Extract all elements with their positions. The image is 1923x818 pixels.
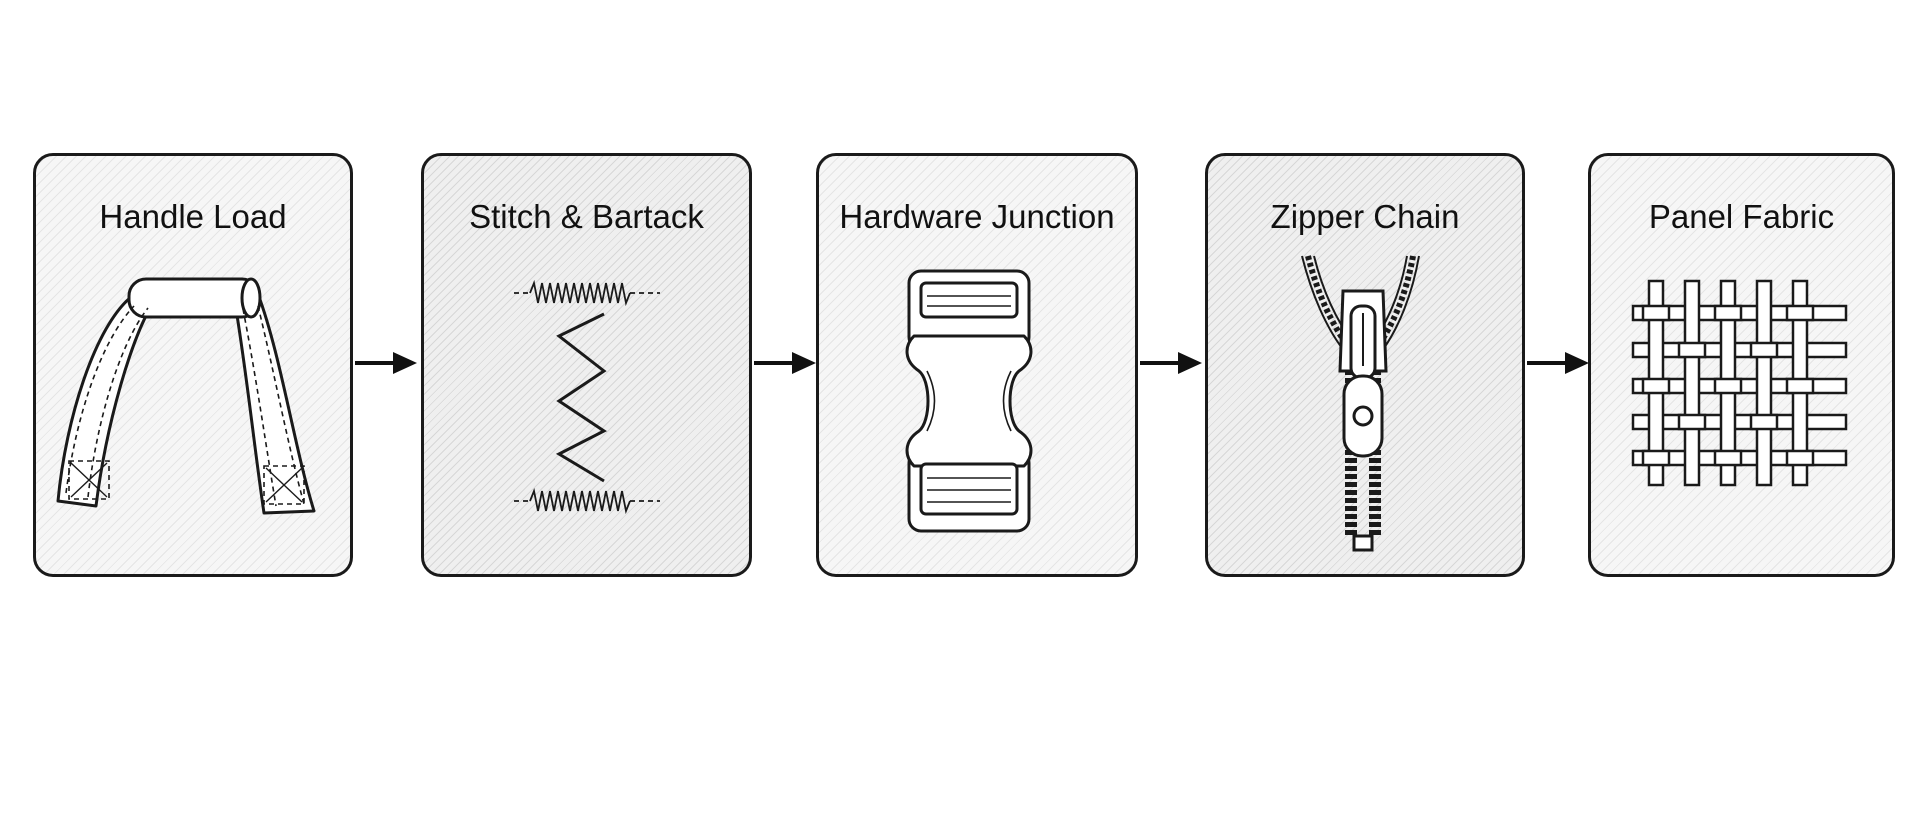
stage-panel-stitch-bartack: Stitch & Bartack [421,153,752,577]
stage-title: Panel Fabric [1648,198,1835,235]
zipper-icon [1301,255,1420,552]
woven-fabric-icon [1631,279,1848,487]
zigzag-stitch-icon [514,279,660,515]
stage-panel-hardware-junction: Hardware Junction [816,153,1138,577]
side-release-buckle-icon [905,269,1033,533]
flow-arrow [754,352,816,374]
stage-panel-zipper-chain: Zipper Chain [1205,153,1525,577]
handle-strap-icon [56,277,316,515]
flow-arrow [1140,352,1202,374]
stage-panel-panel-fabric: Panel Fabric [1588,153,1895,577]
stage-panel-handle-load: Handle Load [33,153,353,577]
stage-title: Zipper Chain [1270,198,1460,235]
stage-title: Hardware Junction [839,198,1115,235]
flow-arrow [355,352,417,374]
stage-title: Stitch & Bartack [469,198,704,235]
stage-title: Handle Load [99,198,287,235]
flow-arrow [1527,352,1589,374]
